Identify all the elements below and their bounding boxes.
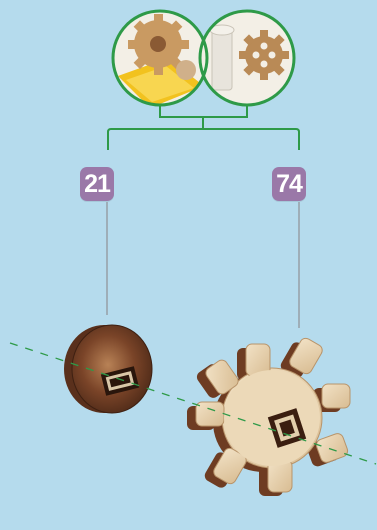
round-spacer-part <box>64 325 152 413</box>
cog-gear-part <box>187 336 350 496</box>
part-number-badge-74: 74 <box>272 167 306 201</box>
connector-bracket <box>108 104 299 150</box>
part-number-badge-21: 21 <box>80 167 114 201</box>
